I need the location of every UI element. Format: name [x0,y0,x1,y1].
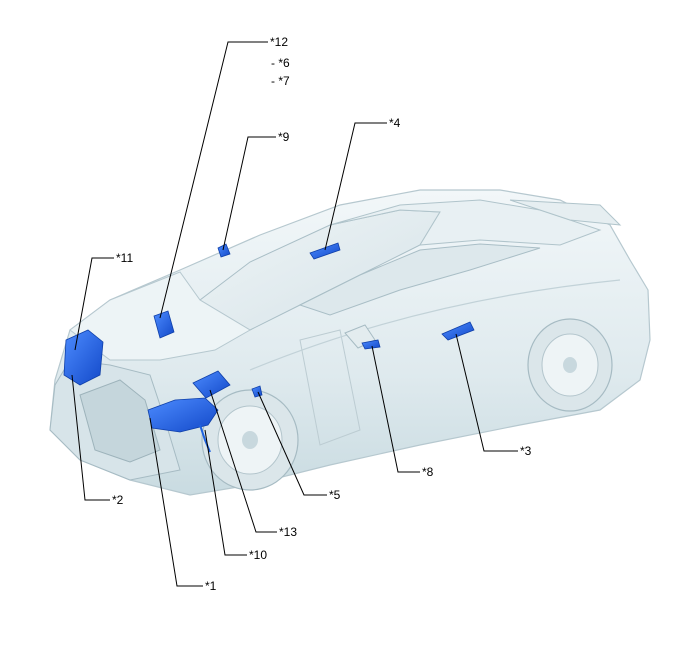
leader-lines [71,41,518,587]
leader-13 [209,389,277,533]
leader-10 [204,429,247,556]
car-side-window [298,243,541,316]
callout-7: - *7 [271,74,290,88]
component-12-ecu [153,310,175,339]
leader-2 [71,374,110,501]
component-3-door-sensor [441,321,475,341]
car-rear-spoiler [509,199,622,226]
callout-13: *13 [279,525,298,539]
callout-11: *11 [116,251,134,265]
leader-4 [324,122,387,251]
component-9-sensor [217,243,231,258]
leader-11 [74,257,114,351]
leader-3 [455,333,518,452]
leader-8 [371,345,420,473]
callout-3: *3 [520,444,532,458]
front-wheel [201,389,299,491]
callout-9: *9 [278,130,290,144]
component-8-mirror-sensor [361,339,381,350]
component-1-10-engine-bay-unit [147,397,219,433]
component-4-module [309,242,341,260]
callout-5: *5 [329,488,341,502]
callout-10: *10 [249,548,268,562]
car-character-line [249,279,621,371]
car-body [49,189,651,496]
rear-wheel [527,318,613,412]
callout-1: *1 [205,579,217,593]
car-grille [79,379,161,463]
callout-6: - *6 [271,56,290,70]
callout-4: *4 [389,116,401,130]
leader-12 [159,41,268,319]
component-11-headlamp-unit [63,329,104,386]
callout-12: *12 [270,35,289,49]
component-13-relay-block [192,370,231,399]
car-door-line [299,329,361,446]
leader-5 [257,391,327,496]
highlighted-components [63,242,475,453]
leader-9 [222,136,276,251]
leader-1 [149,417,203,587]
callout-2: *2 [112,493,124,507]
car-roof [329,199,602,246]
callout-8: *8 [422,465,434,479]
